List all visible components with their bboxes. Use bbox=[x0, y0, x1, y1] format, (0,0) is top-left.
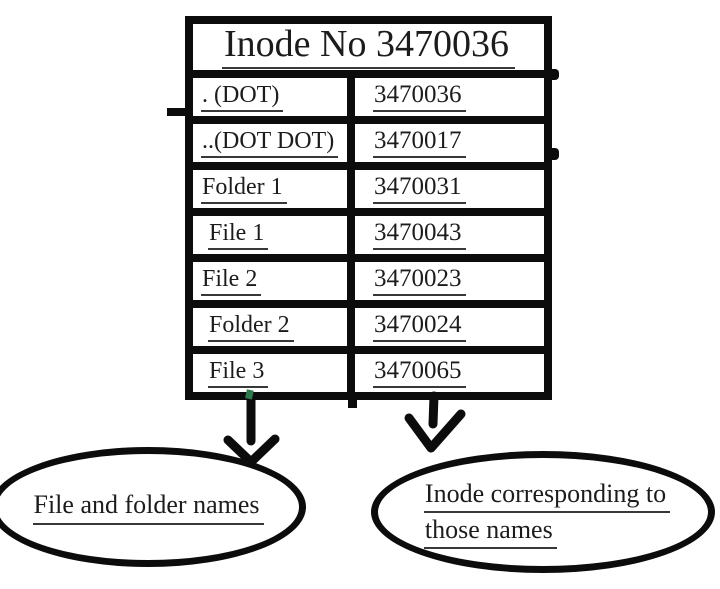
table-row-file3-inode: 3470065 bbox=[355, 354, 544, 392]
right-down-arrow-head-icon bbox=[404, 409, 466, 453]
entry-name: Folder 1 bbox=[201, 175, 287, 204]
table-row-dotdot-inode: 3470017 bbox=[355, 124, 544, 162]
right-callout-label: Inode corresponding to those names bbox=[423, 476, 671, 549]
table-row-folder2-inode: 3470024 bbox=[355, 308, 544, 346]
table-row-folder1-name: Folder 1 bbox=[193, 170, 347, 208]
entry-inode: 3470024 bbox=[373, 312, 466, 342]
inode-table: Inode No 3470036 . (DOT) 3470036 ..(DOT … bbox=[185, 16, 552, 400]
right-callout-ellipse: Inode corresponding to those names bbox=[371, 451, 715, 573]
entry-name: File 1 bbox=[208, 221, 269, 250]
table-row-file1-name: File 1 bbox=[193, 216, 347, 254]
table-title-text: Inode No 3470036 bbox=[222, 25, 515, 69]
entry-inode: 3470031 bbox=[373, 174, 466, 204]
entry-inode: 3470017 bbox=[373, 128, 466, 158]
table-row-dotdot-name: ..(DOT DOT) bbox=[193, 124, 347, 162]
table-row-file3-name: File 3 bbox=[193, 354, 347, 392]
entry-name: Folder 2 bbox=[208, 313, 294, 342]
table-row-file1-inode: 3470043 bbox=[355, 216, 544, 254]
entry-name: File 2 bbox=[201, 267, 262, 296]
entry-inode: 3470043 bbox=[373, 220, 466, 250]
table-row-file2-name: File 2 bbox=[193, 262, 347, 300]
table-row-folder1-inode: 3470031 bbox=[355, 170, 544, 208]
entry-inode: 3470065 bbox=[373, 358, 466, 388]
stroke-artifact-left-overshoot bbox=[167, 108, 187, 116]
table-row-dot-inode: 3470036 bbox=[355, 78, 544, 116]
entry-inode: 3470023 bbox=[373, 266, 466, 296]
entry-name: File 3 bbox=[208, 359, 269, 388]
table-title: Inode No 3470036 bbox=[193, 24, 544, 70]
left-callout-label: File and folder names bbox=[32, 490, 264, 525]
entry-name: ..(DOT DOT) bbox=[201, 129, 339, 158]
entry-name: . (DOT) bbox=[201, 83, 284, 112]
entry-inode: 3470036 bbox=[373, 82, 466, 112]
left-callout-ellipse: File and folder names bbox=[0, 447, 306, 567]
right-callout-line2: those names bbox=[423, 515, 557, 549]
right-down-arrow-shaft bbox=[428, 391, 439, 429]
right-callout-line1: Inode corresponding to bbox=[423, 479, 671, 513]
table-row-folder2-name: Folder 2 bbox=[193, 308, 347, 346]
table-row-dot-name: . (DOT) bbox=[193, 78, 347, 116]
table-row-file2-inode: 3470023 bbox=[355, 262, 544, 300]
